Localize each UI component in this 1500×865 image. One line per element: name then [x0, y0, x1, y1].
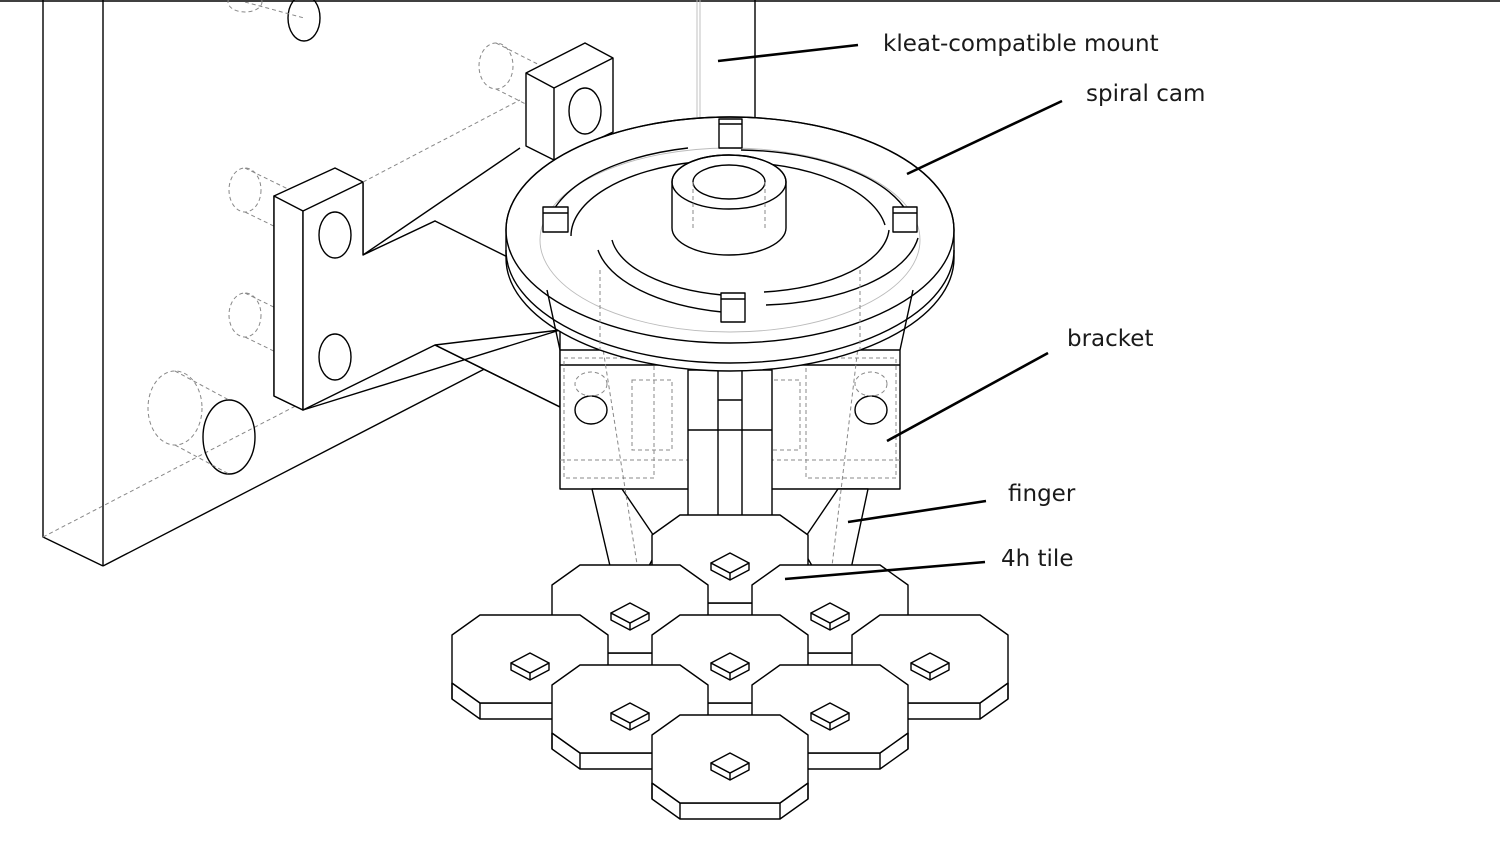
tile-knob	[610, 602, 650, 631]
tile-label: 4h tile	[1001, 546, 1074, 572]
cam-leader	[906, 99, 1063, 176]
tile-leader	[784, 560, 986, 581]
tile-knob	[910, 652, 950, 681]
tile-knob	[510, 652, 550, 681]
mount-leader	[717, 43, 859, 63]
fingers	[591, 329, 869, 630]
tile-knob	[710, 752, 750, 781]
tile-grid	[451, 514, 1009, 820]
tile-knob	[710, 552, 750, 581]
vertical-mount-bar	[696, 0, 756, 140]
bracket-leader	[886, 351, 1049, 443]
tile-knob	[610, 702, 650, 731]
tile	[651, 714, 809, 820]
cam-label: spiral cam	[1086, 81, 1206, 107]
finger-label: finger	[1008, 481, 1076, 507]
tile-knob	[810, 602, 850, 631]
leader-lines	[717, 43, 1063, 581]
bracket-label: bracket	[1067, 326, 1154, 352]
tile-knob	[810, 702, 850, 731]
mount-label: kleat-compatible mount	[883, 31, 1159, 57]
finger-leader	[847, 499, 987, 524]
kleat-mount-body	[273, 42, 614, 411]
tile-knob	[710, 652, 750, 681]
spiral-cam	[505, 116, 955, 372]
